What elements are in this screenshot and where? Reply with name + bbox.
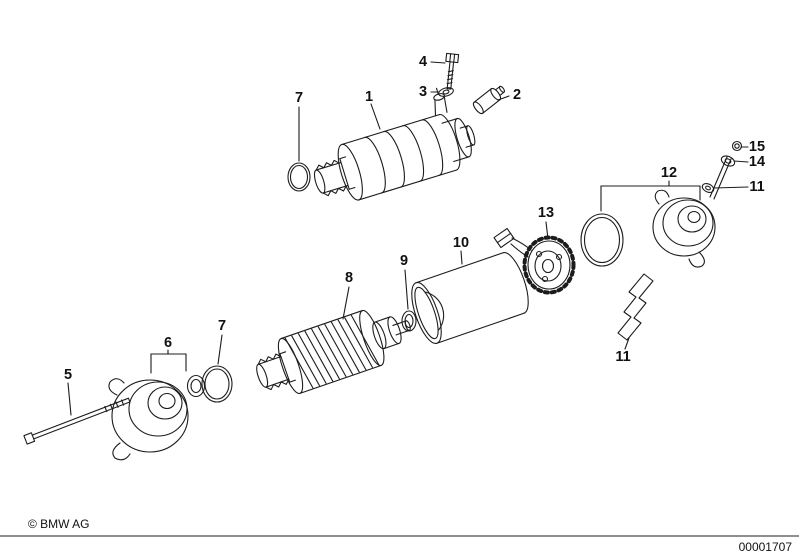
callout-4: 4 <box>419 54 427 70</box>
part-10-field-housing <box>411 252 529 344</box>
part-6-drive-end-housing <box>108 374 206 461</box>
callout-5: 5 <box>64 367 72 383</box>
callout-15: 15 <box>749 139 765 155</box>
callout-13: 13 <box>538 205 554 221</box>
callout-2: 2 <box>513 87 521 103</box>
part-13-brush-plate <box>493 227 576 295</box>
callout-3: 3 <box>419 84 427 100</box>
callout-1: 1 <box>365 89 373 105</box>
copyright-notice: © BMW AG <box>28 517 90 531</box>
diagram-number: 00001707 <box>739 540 793 554</box>
part-8-armature <box>256 309 411 395</box>
part-12-o-ring <box>580 213 624 267</box>
part-11-washer <box>701 183 715 193</box>
callout-10: 10 <box>453 235 469 251</box>
leader-lines <box>67 61 749 416</box>
callout-9: 9 <box>400 253 408 269</box>
callout-11-right: 11 <box>749 179 764 195</box>
callout-14: 14 <box>749 154 765 170</box>
part-14-washer <box>720 155 736 167</box>
part-2-terminal-cap <box>472 85 506 115</box>
line-art <box>0 52 799 537</box>
callout-8: 8 <box>345 270 353 286</box>
part-7-o-ring-upper <box>287 162 311 192</box>
part-5-tie-bolt <box>23 397 131 445</box>
callout-12: 12 <box>661 165 677 181</box>
part-11-brush-holder <box>617 273 654 341</box>
callout-7-upper: 7 <box>295 90 303 106</box>
part-4-terminal-bolt <box>445 52 460 90</box>
callout-11-lower: 11 <box>615 349 630 365</box>
part-1-starter-motor <box>313 87 476 201</box>
callout-6: 6 <box>164 335 172 351</box>
callout-7-lower: 7 <box>218 318 226 334</box>
part-7-o-ring-lower <box>201 365 233 403</box>
part-3-washer <box>438 87 454 97</box>
part-15-nut <box>731 140 743 152</box>
part-9-washer <box>401 310 417 332</box>
